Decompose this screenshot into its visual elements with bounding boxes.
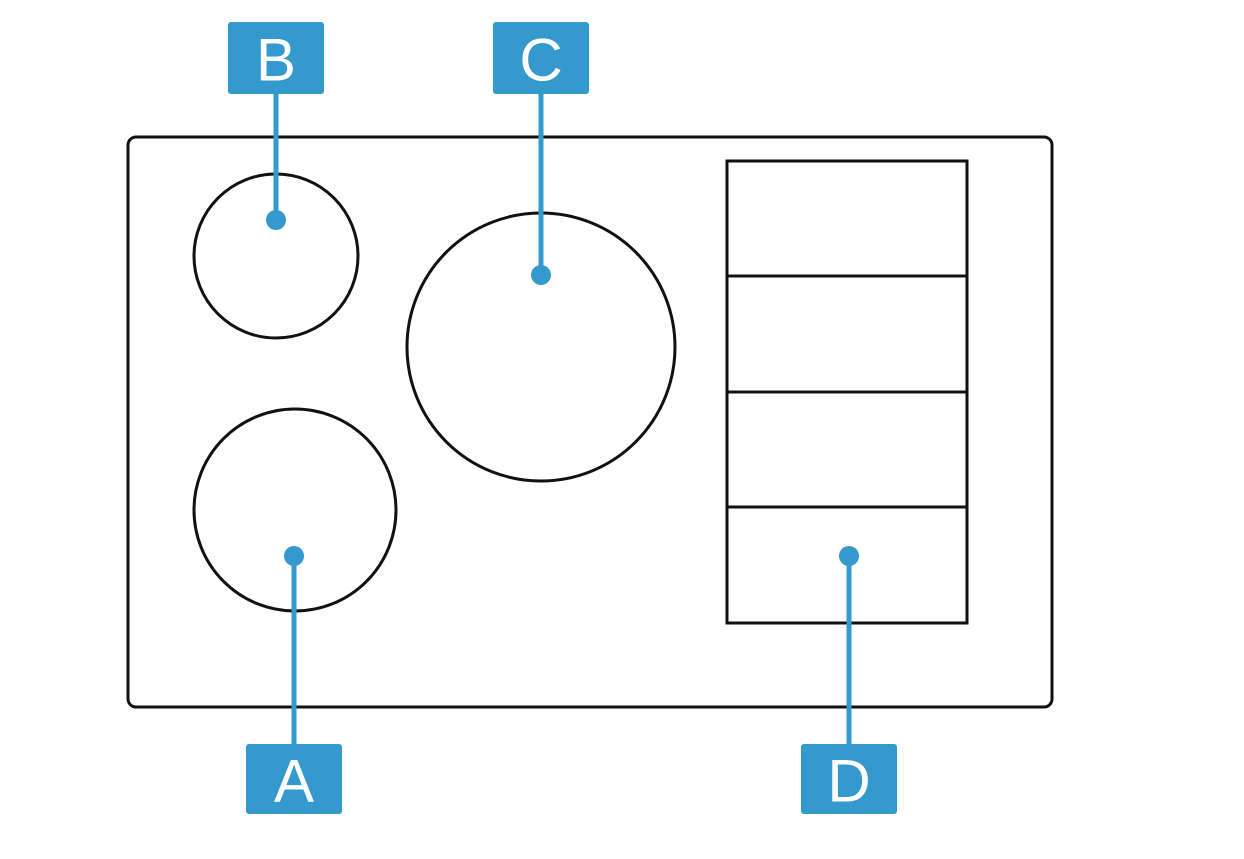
- callout-a: A: [246, 546, 342, 815]
- label-badge-a: [246, 744, 342, 814]
- callout-b: B: [228, 22, 324, 230]
- label-b: B: [256, 27, 296, 94]
- label-d: D: [827, 748, 870, 815]
- callout-d-marker: [839, 546, 859, 566]
- callout-b-marker: [266, 210, 286, 230]
- label-badge-b: [228, 22, 324, 94]
- callout-c-marker: [531, 265, 551, 285]
- label-badge-c: [493, 22, 589, 94]
- label-a: A: [274, 748, 314, 815]
- label-badge-d: [801, 744, 897, 814]
- callout-c: C: [493, 22, 589, 285]
- cooktop-outline: [126, 135, 1054, 709]
- label-c: C: [519, 27, 562, 94]
- callout-d: D: [801, 546, 897, 815]
- callout-a-marker: [284, 546, 304, 566]
